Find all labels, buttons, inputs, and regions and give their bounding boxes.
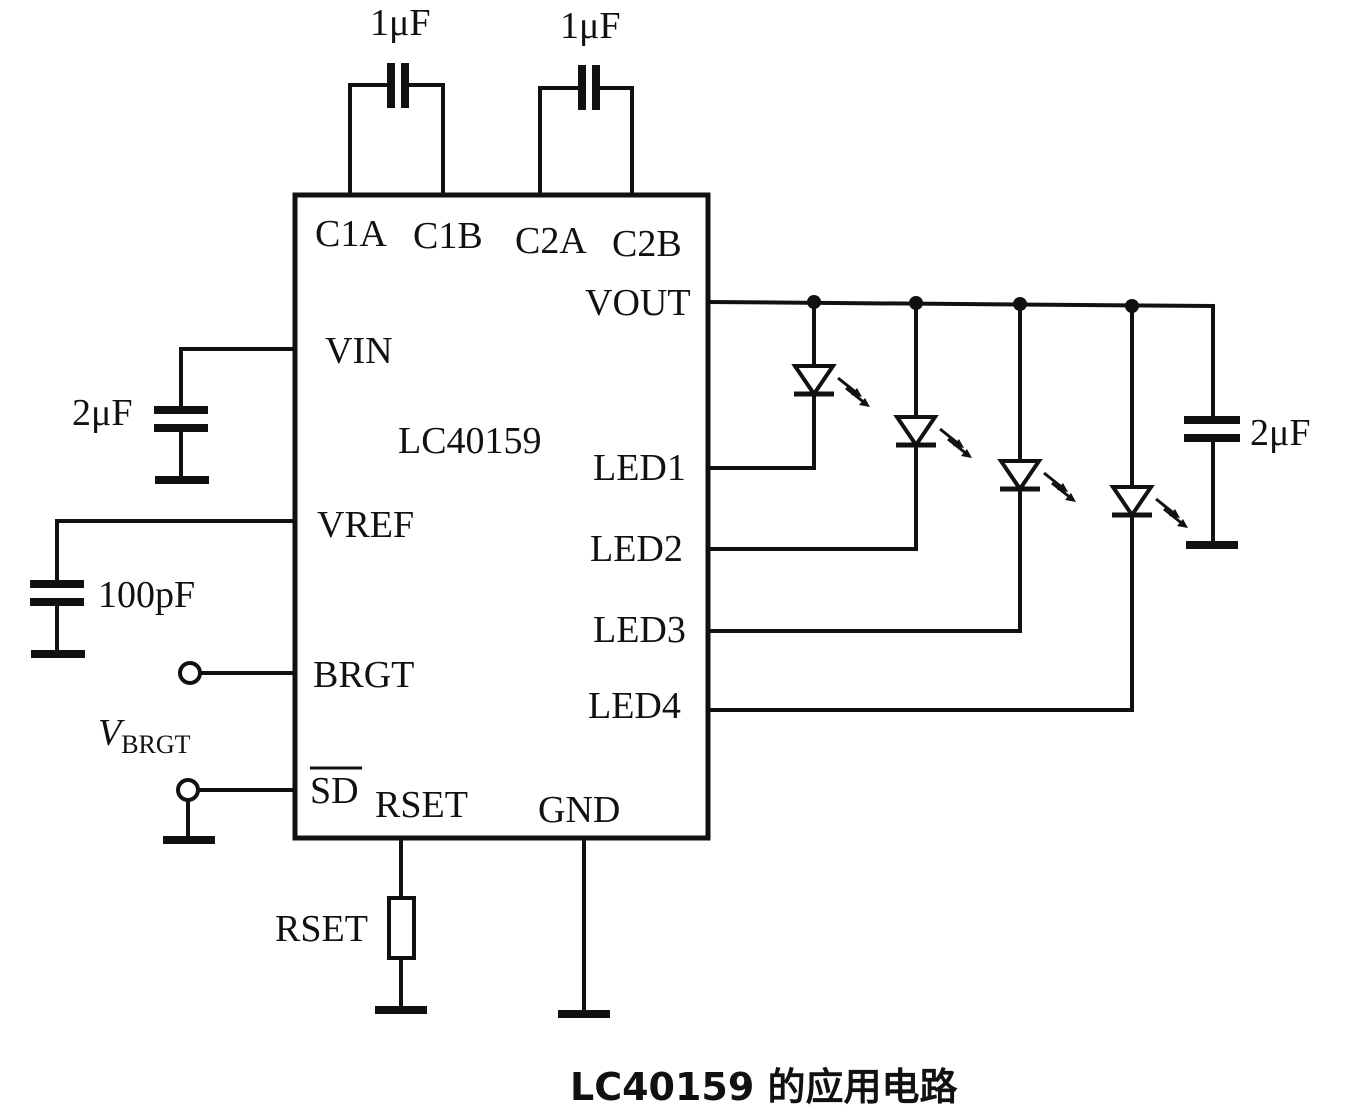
figure-caption: LC40159 的应用电路 (570, 1065, 959, 1108)
gnd-ground (558, 836, 610, 1018)
pin-led4: LED4 (588, 685, 681, 727)
led-2-diode-icon (706, 301, 972, 551)
pin-led1: LED1 (593, 447, 686, 489)
capacitor-vin (154, 347, 297, 484)
pin-sd: SD (310, 770, 359, 812)
brgt-input-terminal (178, 661, 297, 685)
rset-resistor-label: RSET (275, 908, 368, 950)
pin-vin: VIN (325, 330, 393, 372)
pin-vref: VREF (317, 504, 414, 546)
led-3-diode-icon (706, 302, 1076, 633)
pin-led3: LED3 (593, 609, 686, 651)
pin-gnd: GND (538, 789, 620, 831)
pin-led2: LED2 (590, 528, 683, 570)
capacitor-c2 (538, 65, 634, 197)
vout-bus (705, 295, 1216, 313)
pin-vout: VOUT (585, 282, 691, 324)
led-4-diode-icon (706, 304, 1188, 712)
pin-c1b: C1B (413, 215, 483, 257)
vref-cap-value-label: 100pF (98, 574, 195, 616)
capacitor-c1 (348, 63, 445, 197)
vout-cap-value-label: 2μF (1250, 412, 1311, 454)
c1-value-label: 1μF (370, 2, 431, 44)
capacitor-vref (30, 519, 297, 658)
c2-value-label: 1μF (560, 5, 621, 47)
pin-c1a: C1A (315, 213, 387, 255)
ic-body (292, 192, 711, 841)
vbrgt-label: VBRGT (98, 712, 191, 759)
pin-brgt: BRGT (313, 654, 414, 696)
pin-c2a: C2A (515, 220, 587, 262)
pin-rset: RSET (375, 784, 468, 826)
vin-cap-value-label: 2μF (72, 392, 133, 434)
resistor-rset (375, 836, 427, 1014)
sd-terminal (163, 778, 297, 844)
led-1-diode-icon (706, 300, 870, 470)
ic-part-number: LC40159 (398, 420, 542, 462)
capacitor-vout (1184, 304, 1240, 549)
pin-c2b: C2B (612, 223, 682, 265)
